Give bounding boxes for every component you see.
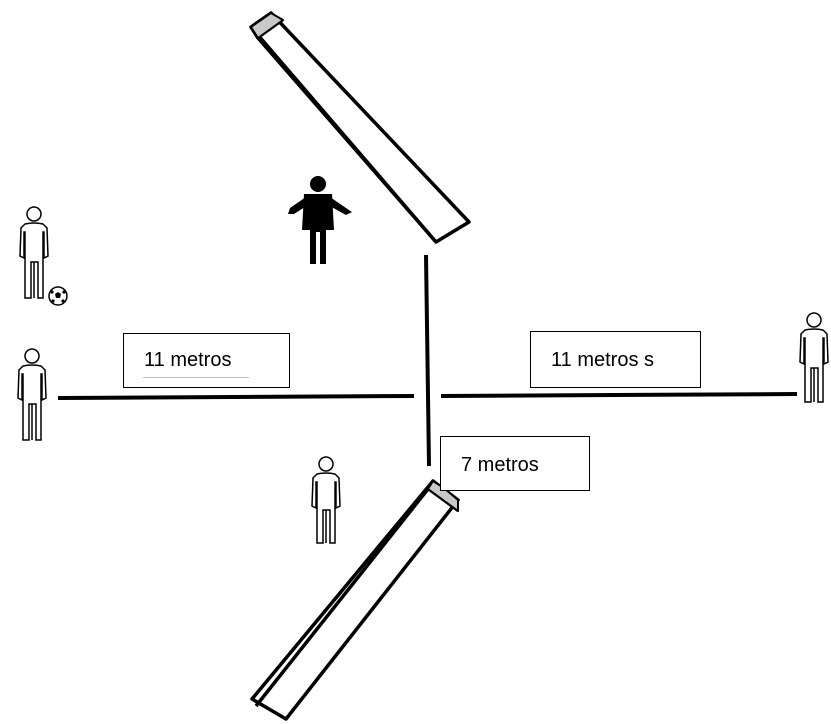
player-right-icon: [799, 312, 829, 403]
right-line: [440, 392, 798, 398]
center-vertical-line: [424, 254, 431, 467]
distance-label-left: 11 metros: [123, 333, 290, 388]
player-with-ball-icon: [19, 206, 49, 299]
distance-label-short-text: 7 metros: [461, 454, 539, 476]
goal-bottom-icon: [250, 479, 460, 721]
distance-label-right-text: 11 metros s: [551, 349, 654, 371]
goal-top-icon: [249, 11, 471, 244]
player-center-icon: [311, 456, 341, 544]
soccer-ball-icon: [48, 286, 68, 306]
label-underline: [143, 377, 249, 378]
referee-silhouette-icon: [288, 176, 352, 264]
distance-label-left-text: 11 metros: [144, 349, 232, 371]
left-line: [57, 394, 415, 400]
distance-label-short: 7 metros: [440, 436, 590, 491]
distance-label-right: 11 metros s: [530, 331, 701, 388]
player-left-icon: [17, 348, 47, 441]
